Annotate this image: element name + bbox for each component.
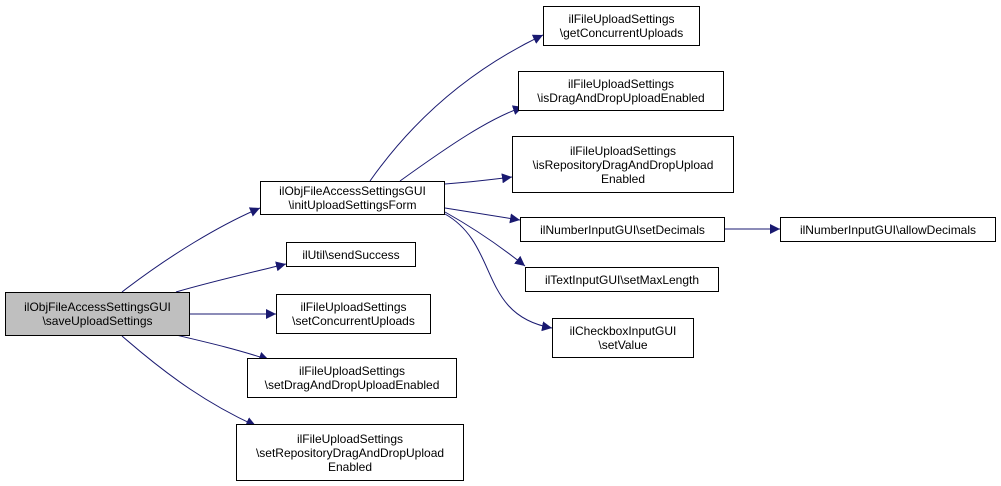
node-line: ilTextInputGUI\setMaxLength [544,272,700,287]
node-line: \setDragAndDropUploadEnabled [264,378,440,392]
edge-init-to-setmax [444,211,526,267]
edge-save-to-setrdd [121,335,257,427]
node-set-value[interactable]: ilCheckboxInputGUI \setValue [552,318,694,358]
node-line: ilFileUploadSettings [568,12,675,26]
node-line: \initUploadSettingsForm [288,198,417,212]
node-line: \getConcurrentUploads [559,26,684,40]
node-is-drag-and-drop-upload-enabled[interactable]: ilFileUploadSettings \isDragAndDropUploa… [518,71,724,111]
node-set-concurrent-uploads[interactable]: ilFileUploadSettings \setConcurrentUploa… [276,294,431,334]
node-is-repository-drag-and-drop-upload-enabled[interactable]: ilFileUploadSettings \isRepositoryDragAn… [512,136,734,193]
node-line: ilCheckboxInputGUI [569,324,677,338]
node-line: ilFileUploadSettings [567,77,675,91]
node-line: Enabled [600,171,646,186]
node-init-upload-settings-form[interactable]: ilObjFileAccessSettingsGUI \initUploadSe… [260,181,445,215]
node-line: ilFileUploadSettings [569,143,677,158]
node-set-decimals[interactable]: ilNumberInputGUI\setDecimals [520,217,725,242]
node-set-drag-and-drop-upload-enabled[interactable]: ilFileUploadSettings \setDragAndDropUplo… [247,358,457,398]
edge-save-to-setdd [175,334,270,362]
node-set-max-length[interactable]: ilTextInputGUI\setMaxLength [525,267,719,292]
node-line: \setValue [598,338,648,352]
node-line: ilNumberInputGUI\setDecimals [540,222,705,237]
edge-save-to-init [121,207,261,293]
node-line: ilFileUploadSettings [300,300,407,314]
node-line: \isDragAndDropUploadEnabled [537,91,705,105]
node-line: ilNumberInputGUI\allowDecimals [799,222,977,237]
node-line: ilObjFileAccessSettingsGUI [279,184,426,198]
node-set-repository-drag-and-drop-upload-enabled[interactable]: ilFileUploadSettings \setRepositoryDragA… [236,424,464,481]
edge-save-to-success [175,261,287,293]
edge-init-to-setval [444,213,553,332]
node-line: \setConcurrentUploads [292,314,415,328]
node-send-success[interactable]: ilUtil\sendSuccess [286,242,416,267]
edge-init-to-isrdd [444,173,513,185]
node-line: \isRepositoryDragAndDropUpload [532,157,714,172]
node-line: Enabled [327,459,373,474]
node-get-concurrent-uploads[interactable]: ilFileUploadSettings \getConcurrentUploa… [543,6,700,46]
node-line: ilFileUploadSettings [298,364,406,378]
edge-init-to-isdd [399,105,524,182]
node-line: ilUtil\sendSuccess [302,247,400,262]
node-allow-decimals[interactable]: ilNumberInputGUI\allowDecimals [780,217,996,242]
node-line: \setRepositoryDragAndDropUpload [255,445,445,460]
node-line: ilObjFileAccessSettingsGUI [24,300,171,314]
edge-init-to-setdec [444,207,521,224]
edge-init-to-getcu [369,34,544,182]
node-line: \saveUploadSettings [42,314,153,328]
node-line: ilFileUploadSettings [296,431,404,446]
node-save-upload-settings[interactable]: ilObjFileAccessSettingsGUI \saveUploadSe… [5,292,190,336]
